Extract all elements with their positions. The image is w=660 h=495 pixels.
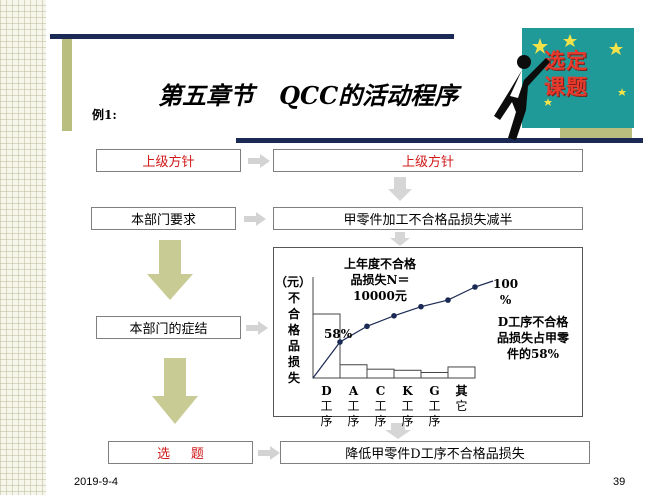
arrow-right-icon — [244, 212, 266, 226]
arrow-right-icon — [248, 154, 270, 168]
footer-date: 2019-9-4 — [74, 476, 119, 488]
arrow-down-large-icon — [147, 240, 193, 300]
category-line: 工 — [428, 399, 441, 413]
arrow-down-icon — [385, 423, 411, 439]
pareto-chart — [312, 277, 494, 379]
pareto-cumulative-point — [418, 303, 424, 310]
y-label-char: 损 — [287, 355, 300, 369]
pareto-bar — [339, 364, 368, 379]
page-title: 第五章节 QCC的活动程序 — [158, 81, 459, 110]
pareto-percent-100: 100 % — [493, 276, 518, 308]
pareto-bar — [447, 366, 476, 379]
category-top: K — [402, 384, 413, 398]
category-top: C — [375, 384, 386, 398]
pareto-total-annotation: 上年度不合格 品损失N＝ 10000元 — [330, 256, 430, 304]
y-label-char: 格 — [287, 323, 300, 337]
y-label-char: 合 — [287, 307, 300, 321]
category-line: 它 — [455, 399, 468, 413]
pointing-figure-icon — [494, 55, 550, 140]
pareto-bar — [366, 368, 395, 379]
pareto-note: D工序不合格 品损失占甲零 件的58% — [487, 314, 579, 362]
arrow-right-icon — [258, 446, 280, 460]
category-line: 序 — [320, 414, 333, 428]
category-line: 序 — [347, 414, 360, 428]
left-box-topic-selection: 选 题 — [108, 441, 253, 464]
left-olive-bar — [62, 39, 72, 131]
right-box-superior-policy: 上级方针 — [273, 149, 583, 172]
arrow-right-icon — [246, 321, 268, 335]
pareto-y-axis-label: （元） 不 合 格 品 损 失 — [275, 274, 311, 386]
arrow-down-icon — [388, 177, 412, 201]
pareto-cumulative-point — [337, 339, 343, 345]
pareto-cumulative-point — [391, 313, 397, 319]
category-line: 序 — [401, 414, 414, 428]
left-box-dept-crux: 本部门的症结 — [96, 316, 241, 339]
left-box-superior-policy: 上级方针 — [96, 149, 241, 172]
example-label: 例1: — [92, 108, 117, 122]
category-line: 工 — [320, 399, 333, 413]
category-line: 工 — [401, 399, 414, 413]
y-label-char: 失 — [287, 371, 300, 385]
percent-100-line: % — [499, 293, 512, 307]
page-number: 39 — [613, 476, 626, 488]
category-top: A — [348, 384, 359, 398]
top-navy-bar — [50, 34, 454, 39]
annotation-line: 品损失N＝ — [350, 273, 410, 287]
category-line: 序 — [428, 414, 441, 428]
left-box-dept-requirement: 本部门要求 — [91, 207, 236, 230]
note-line: 品损失占甲零 — [496, 331, 569, 345]
y-label-char: （元） — [275, 275, 312, 289]
right-box-conclusion: 降低甲零件D工序不合格品损失 — [280, 441, 590, 464]
category-top: 其 — [455, 384, 468, 398]
pareto-cumulative-line — [312, 280, 494, 379]
note-line: D工序不合格 — [497, 315, 569, 329]
annotation-line: 上年度不合格 — [343, 257, 416, 271]
category-line: 工 — [374, 399, 387, 413]
pareto-bar — [312, 313, 341, 379]
percent-100-line: 100 — [493, 277, 519, 291]
pareto-percent-58: 58% — [324, 327, 353, 341]
stars-decoration-icon — [532, 34, 626, 106]
y-label-char: 品 — [287, 339, 300, 353]
y-label-char: 不 — [287, 291, 300, 305]
arrow-down-icon — [390, 232, 410, 246]
pareto-cumulative-point — [445, 297, 451, 303]
right-box-goal: 甲零件加工不合格品损失减半 — [273, 207, 583, 230]
pareto-category-label: 其它 — [448, 384, 475, 414]
decorative-grid-strip — [0, 0, 46, 495]
logo-line-1: 选定 — [544, 48, 588, 73]
bottom-olive-bar — [560, 126, 632, 138]
category-line: 工 — [347, 399, 360, 413]
bottom-navy-bar — [236, 138, 643, 143]
category-top: G — [429, 384, 440, 398]
topic-logo: 选定 课题 — [522, 28, 634, 128]
arrow-down-large-icon — [152, 358, 198, 424]
logo-line-2: 课题 — [544, 74, 588, 99]
note-line: 件的58% — [506, 347, 560, 361]
pareto-cumulative-point — [472, 284, 478, 290]
pareto-cumulative-point — [364, 323, 370, 330]
logo-text: 选定 课题 — [544, 48, 588, 100]
category-top: D — [321, 384, 332, 398]
category-line: 序 — [374, 414, 387, 428]
pareto-bar — [393, 369, 422, 379]
pareto-bar — [420, 371, 449, 379]
annotation-line: 10000元 — [353, 289, 407, 303]
